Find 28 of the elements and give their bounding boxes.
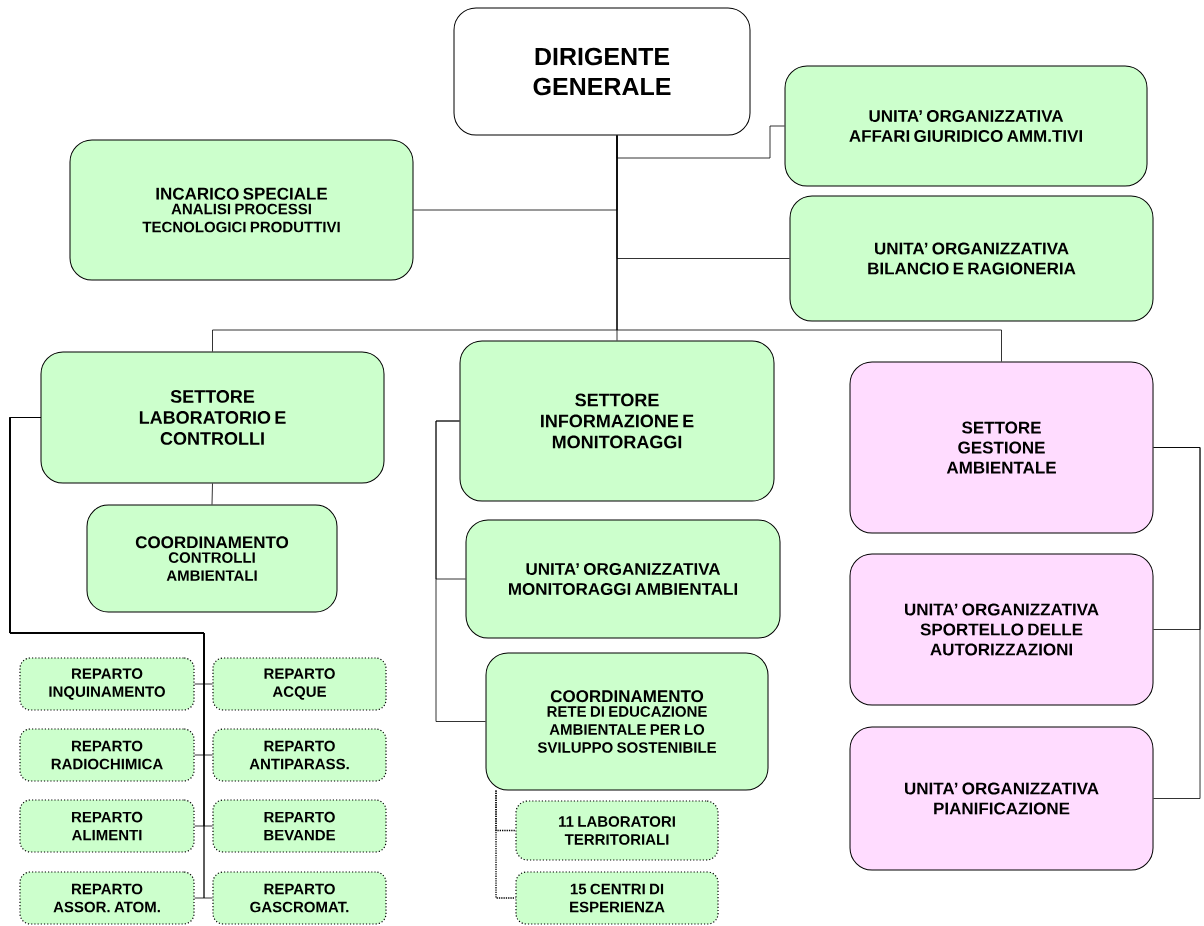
connector: [495, 789, 517, 899]
department-box: REPARTO BEVANDE: [212, 799, 387, 853]
connector: [1153, 447, 1201, 799]
unit-box: COORDINAMENTO CONTROLLI AMBIENTALI: [86, 504, 338, 613]
department-box: REPARTO ACQUE: [212, 657, 387, 711]
sector-box: SETTORE GESTIONE AMBIENTALE: [849, 361, 1154, 534]
department-box: 15 CENTRI DI ESPERIENZA: [515, 871, 719, 925]
department-box: REPARTO ANTIPARASS.: [212, 728, 387, 782]
department-box: 11 LABORATORI TERRITORIALI: [515, 800, 719, 861]
head-box: DIRIGENTE GENERALE: [453, 7, 751, 136]
department-box: REPARTO ALIMENTI: [19, 799, 195, 853]
unit-box: UNITA’ ORGANIZZATIVA PIANIFICAZIONE: [849, 726, 1154, 871]
unit-box: INCARICO SPECIALE ANALISI PROCESSI TECNOLOGICI PRODUTTIVI: [69, 139, 414, 281]
department-box: REPARTO ASSOR. ATOM.: [19, 871, 195, 925]
unit-box: UNITA’ ORGANIZZATIVA BILANCIO E RAGIONERIA: [789, 195, 1154, 322]
unit-box: UNITA’ ORGANIZZATIVA SPORTELLO DELLE AUTORIZZAZIONI: [849, 553, 1154, 706]
connector: [435, 420, 486, 722]
sector-box: SETTORE INFORMAZIONE E MONITORAGGI: [459, 340, 775, 502]
unit-box: UNITA’ ORGANIZZATIVA AFFARI GIURIDICO AMM.TIVI: [784, 65, 1148, 187]
unit-box: COORDINAMENTO RETE DI EDUCAZIONE AMBIENTALE PER LO SVILUPPO SOSTENIBILE: [485, 652, 769, 791]
department-box: REPARTO RADIOCHIMICA: [19, 728, 195, 782]
unit-box: UNITA’ ORGANIZZATIVA MONITORAGGI AMBIENTALI: [465, 519, 781, 639]
connector: [616, 135, 1002, 362]
department-box: REPARTO GASCROMAT.: [212, 871, 387, 925]
sector-box: SETTORE LABORATORIO E CONTROLLI: [40, 351, 385, 484]
department-box: REPARTO INQUINAMENTO: [19, 657, 195, 711]
connector: [211, 483, 213, 505]
connector: [616, 125, 785, 159]
